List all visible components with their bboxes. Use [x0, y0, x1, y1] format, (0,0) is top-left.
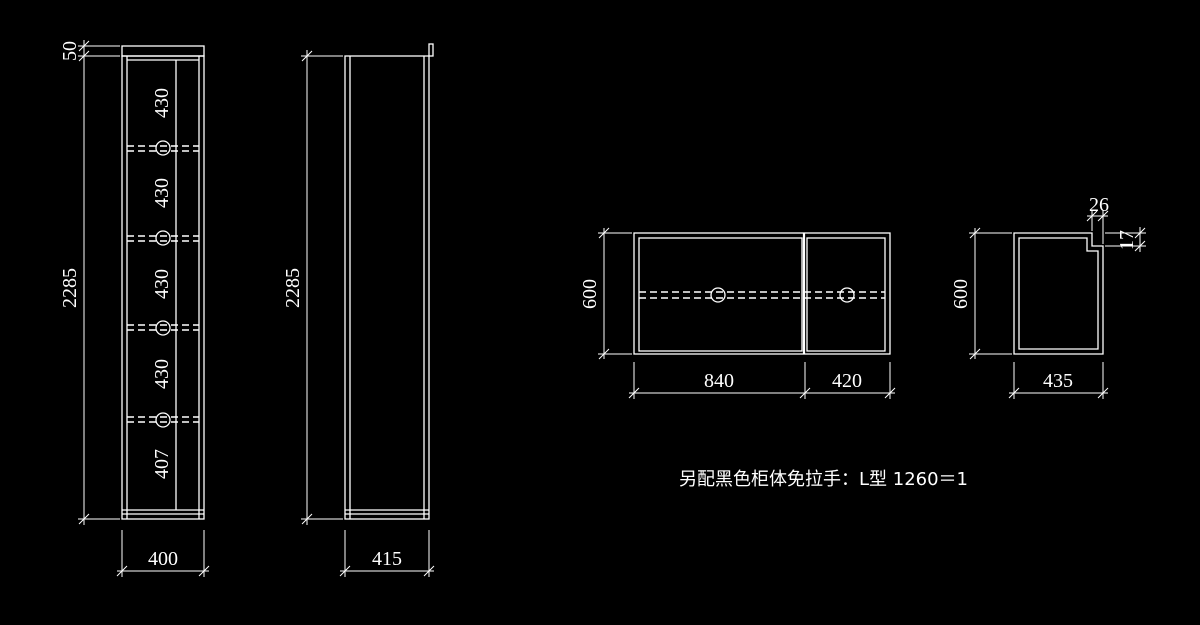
- shelf-spacing-label: 430: [151, 178, 173, 208]
- tall-cabinet-side-view: 2285 415: [282, 43, 435, 577]
- front-overall-height-dimension: [78, 40, 120, 525]
- front-carcass-outline: [121, 55, 205, 520]
- low-side-height-label: 600: [950, 279, 972, 309]
- low-front-height-label: 600: [579, 279, 601, 309]
- shelf-pin-icon: [155, 412, 171, 428]
- side-carcass-outline: [344, 55, 430, 520]
- shelf-spacing-label: 430: [151, 269, 173, 299]
- front-shelves: [127, 140, 199, 428]
- low-side-outline: [1013, 232, 1104, 355]
- specification-note: 另配黑色柜体免拉手：L型 1260＝1: [679, 469, 968, 490]
- low-front-height-dimension: [598, 227, 632, 360]
- low-cabinet-side-view: 600 435 26 17: [950, 194, 1146, 399]
- low-side-notch-width-label: 26: [1089, 194, 1109, 216]
- shelf-spacing-label: 407: [151, 449, 173, 479]
- shelf-pin-icon: [710, 287, 726, 303]
- shelf-pin-icon: [155, 140, 171, 156]
- low-front-left-bay: [638, 237, 803, 352]
- low-side-notch-dimensions: [1086, 210, 1146, 252]
- low-side-height-dimension: [969, 227, 1012, 360]
- low-side-depth-label: 435: [1043, 370, 1073, 392]
- shelf-spacing-label: 430: [151, 359, 173, 389]
- low-side-notch-depth-label: 17: [1116, 230, 1138, 250]
- low-side-inner-outline: [1018, 237, 1099, 350]
- shelf-spacing-label: 430: [151, 88, 173, 118]
- front-width-label: 400: [148, 548, 178, 570]
- shelf-pin-icon: [155, 320, 171, 336]
- low-front-left-width-label: 840: [704, 370, 734, 392]
- side-depth-label: 415: [372, 548, 402, 570]
- low-cabinet-front-view: 600 840 420: [579, 227, 896, 399]
- front-width-dimension: [116, 530, 210, 577]
- shelf-pin-icon: [155, 230, 171, 246]
- low-front-outline: [633, 232, 891, 355]
- low-front-width-dimension: [628, 362, 896, 399]
- side-overall-height-dimension: [301, 50, 343, 525]
- front-overall-height-label: 2285: [59, 268, 81, 308]
- low-front-right-bay: [806, 237, 886, 352]
- front-top-gap-label: 50: [59, 41, 81, 61]
- low-side-depth-dimension: [1008, 362, 1109, 399]
- front-top-cap: [121, 45, 205, 57]
- side-top-back-lip: [428, 43, 434, 57]
- tall-cabinet-front-view: 2285 50 430 430 430 430 407 400: [59, 40, 210, 577]
- side-overall-height-label: 2285: [282, 268, 304, 308]
- low-front-right-width-label: 420: [832, 370, 862, 392]
- shelf-pin-icon: [839, 287, 855, 303]
- side-depth-dimension: [339, 530, 435, 577]
- front-top-gap-dimension: [78, 40, 120, 52]
